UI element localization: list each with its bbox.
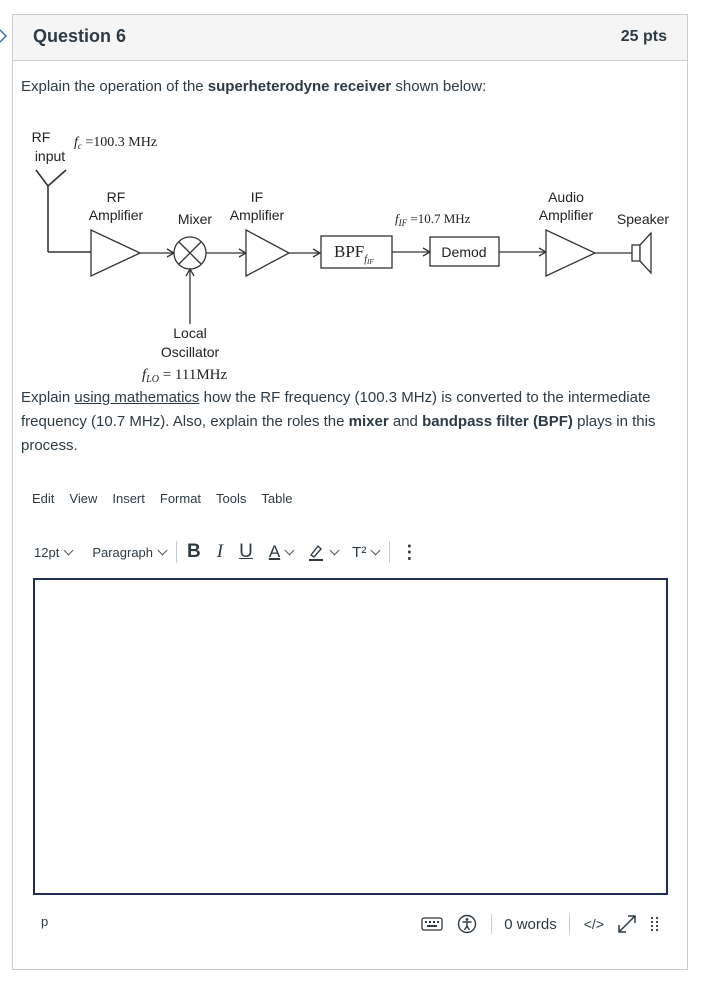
font-size-select[interactable]: 12pt	[34, 545, 74, 560]
italic-button[interactable]: I	[216, 541, 224, 562]
lo-label-2: Oscillator	[161, 344, 220, 360]
more-options-button[interactable]: ⋮	[400, 541, 419, 562]
statusbar-controls: 0 words </>	[421, 910, 660, 938]
statusbar-divider	[568, 914, 570, 934]
keyboard-icon[interactable]	[421, 915, 443, 933]
chevron-down-icon	[157, 545, 168, 555]
editor-statusbar: p 0 words </>	[33, 908, 668, 938]
bold-button[interactable]: B	[187, 541, 201, 562]
chevron-down-icon	[329, 545, 340, 555]
resize-handle-icon[interactable]	[650, 915, 660, 933]
fullscreen-icon[interactable]	[616, 913, 638, 935]
lo-label-1: Local	[173, 325, 206, 341]
menu-insert[interactable]: Insert	[112, 491, 145, 506]
mixer-label: Mixer	[178, 211, 213, 227]
audio-amp-label-2: Amplifier	[539, 207, 594, 223]
rf-amp-label-2: Amplifier	[89, 207, 144, 223]
chevron-down-icon	[370, 545, 381, 555]
question-prompt: Explain the operation of the superhetero…	[21, 78, 487, 95]
underline-button[interactable]: U	[239, 541, 253, 562]
highlight-color-button[interactable]	[307, 543, 340, 561]
audio-amplifier-symbol	[545, 228, 597, 278]
chevron-down-icon	[63, 545, 74, 555]
menu-format[interactable]: Format	[159, 491, 202, 506]
bpf-block	[320, 235, 393, 269]
menu-view[interactable]: View	[69, 491, 98, 506]
mixer-symbol	[173, 236, 207, 270]
collapse-arrow-icon	[0, 29, 8, 43]
chevron-down-icon	[284, 545, 295, 555]
demod-block	[429, 236, 500, 267]
fc-label: fc =100.3 MHz	[74, 135, 157, 151]
editor-menubar: Edit View Insert Format Tools Table	[32, 491, 307, 506]
speaker-label: Speaker	[617, 211, 669, 227]
accessibility-icon[interactable]	[457, 914, 477, 934]
audio-amp-label-1: Audio	[548, 189, 584, 205]
question-title: Question 6	[33, 26, 127, 46]
block-format-select[interactable]: Paragraph	[92, 545, 168, 560]
if-amp-label-2: Amplifier	[230, 207, 285, 223]
if-amp-label-1: IF	[251, 189, 263, 205]
question-instructions: Explain using mathematics how the RF fre…	[21, 389, 656, 454]
highlighter-icon	[309, 544, 324, 561]
rich-text-editor[interactable]	[33, 578, 668, 895]
fif-label: fIF =10.7 MHz	[395, 211, 471, 228]
toolbar-divider	[389, 541, 391, 563]
rf-amp-label-1: RF	[107, 189, 126, 205]
word-count[interactable]: 0 words	[504, 915, 557, 933]
rf-amplifier-symbol	[90, 228, 142, 278]
using-mathematics-link: using mathematics	[74, 389, 200, 406]
question-header: Question 6 25 pts	[13, 15, 687, 61]
rf-input-label-2: input	[35, 148, 65, 164]
editor-toolbar: 12pt Paragraph B I U A T² ⋮	[34, 540, 418, 564]
bpf-label: BPFfIF	[334, 242, 374, 266]
flo-label: fLO = 111MHz	[142, 367, 227, 385]
superheterodyne-diagram: RF input fc =100.3 MHz RF Amplifier Mixe…	[32, 129, 670, 385]
html-editor-toggle[interactable]: </>	[583, 916, 604, 932]
speaker-icon	[631, 231, 652, 275]
menu-edit[interactable]: Edit	[32, 491, 55, 506]
demod-label: Demod	[441, 244, 486, 260]
if-amplifier-symbol	[245, 228, 291, 278]
menu-tools[interactable]: Tools	[216, 491, 247, 506]
superscript-button[interactable]: T²	[352, 544, 381, 561]
menu-table[interactable]: Table	[261, 491, 293, 506]
question-points: 25 pts	[620, 28, 667, 45]
antenna-icon	[35, 169, 91, 253]
element-path: p	[41, 914, 49, 929]
statusbar-divider	[491, 914, 493, 934]
rf-input-label-1: RF	[32, 129, 51, 145]
text-color-button[interactable]: A	[269, 542, 295, 562]
toolbar-divider	[176, 541, 178, 563]
